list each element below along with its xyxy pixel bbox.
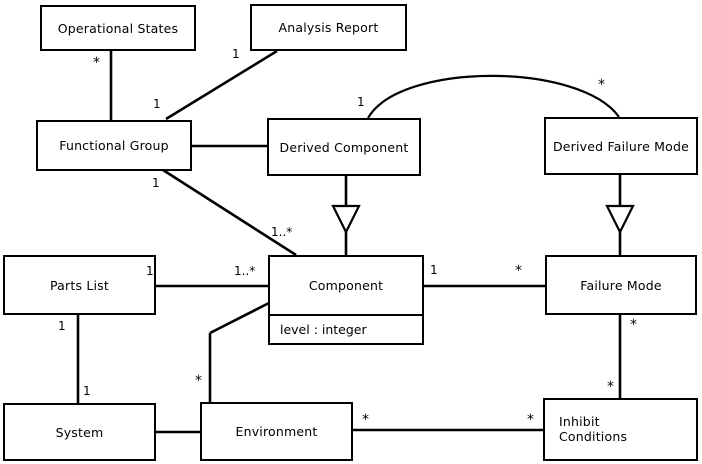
class-box-derived-failure-mode[interactable]: Derived Failure Mode	[544, 117, 698, 175]
class-box-inhibit-conditions[interactable]: Inhibit Conditions	[543, 398, 698, 461]
class-name-derived-failure-mode: Derived Failure Mode	[552, 138, 690, 154]
multiplicity-environment-inhibit-end: *	[362, 412, 369, 428]
multiplicity-operational-states-end: *	[93, 55, 100, 71]
multiplicity-parts-list-component-end: 1	[146, 264, 154, 278]
class-name-inhibit-conditions: Inhibit Conditions	[559, 413, 628, 444]
class-box-failure-mode[interactable]: Failure Mode	[545, 255, 697, 315]
class-name-component: Component	[308, 278, 384, 293]
class-box-parts-list[interactable]: Parts List	[3, 255, 156, 315]
class-name-operational-states: Operational States	[57, 20, 179, 36]
class-box-derived-component[interactable]: Derived Component	[267, 118, 421, 176]
class-attribute-level: level : integer	[270, 314, 422, 343]
class-name-failure-mode: Failure Mode	[580, 277, 662, 293]
multiplicity-functional-group-component-end: 1	[152, 176, 160, 190]
conn-derived-component-component	[331, 176, 361, 255]
conn-functional-group-component	[162, 168, 297, 257]
multiplicity-environment-component-end: *	[195, 373, 202, 389]
conn-derived-failure-mode-failure-mode	[605, 175, 635, 255]
multiplicity-failure-mode-inhibit-end: *	[630, 317, 637, 333]
conn-analysis-report-functional-group	[165, 49, 278, 121]
class-box-analysis-report[interactable]: Analysis Report	[250, 4, 407, 51]
multiplicity-inhibit-failure-mode-end: *	[607, 379, 614, 395]
class-box-component[interactable]: Component level : integer	[268, 255, 424, 345]
multiplicity-derived-failure-mode-arc-end: *	[598, 77, 605, 93]
class-box-environment[interactable]: Environment	[200, 402, 353, 461]
class-name-analysis-report: Analysis Report	[278, 20, 379, 35]
class-box-functional-group[interactable]: Functional Group	[36, 120, 192, 171]
multiplicity-component-functional-group-end: 1..*	[271, 225, 293, 239]
class-name-system: System	[55, 424, 104, 440]
multiplicity-component-failure-mode-end: 1	[430, 263, 438, 277]
class-box-system[interactable]: System	[3, 403, 156, 461]
class-name-parts-list: Parts List	[49, 277, 109, 293]
multiplicity-system-parts-list-end: 1	[83, 384, 91, 398]
conn-derived-component-derived-failure-mode-arc	[367, 74, 620, 119]
class-name-environment: Environment	[235, 424, 318, 439]
class-box-operational-states[interactable]: Operational States	[40, 5, 196, 51]
multiplicity-functional-group-operational-states-end: 1	[153, 97, 161, 111]
class-name-derived-component: Derived Component	[279, 139, 409, 155]
class-name-functional-group: Functional Group	[59, 138, 169, 153]
multiplicity-analysis-report-end: 1	[232, 47, 240, 61]
multiplicity-derived-component-arc-end: 1	[357, 95, 365, 109]
multiplicity-failure-mode-component-end: *	[515, 263, 522, 279]
multiplicity-inhibit-environment-end: *	[527, 412, 534, 428]
conn-environment-component	[208, 301, 270, 402]
multiplicity-component-parts-list-end: 1..*	[234, 264, 256, 278]
multiplicity-parts-list-system-end: 1	[58, 319, 66, 333]
